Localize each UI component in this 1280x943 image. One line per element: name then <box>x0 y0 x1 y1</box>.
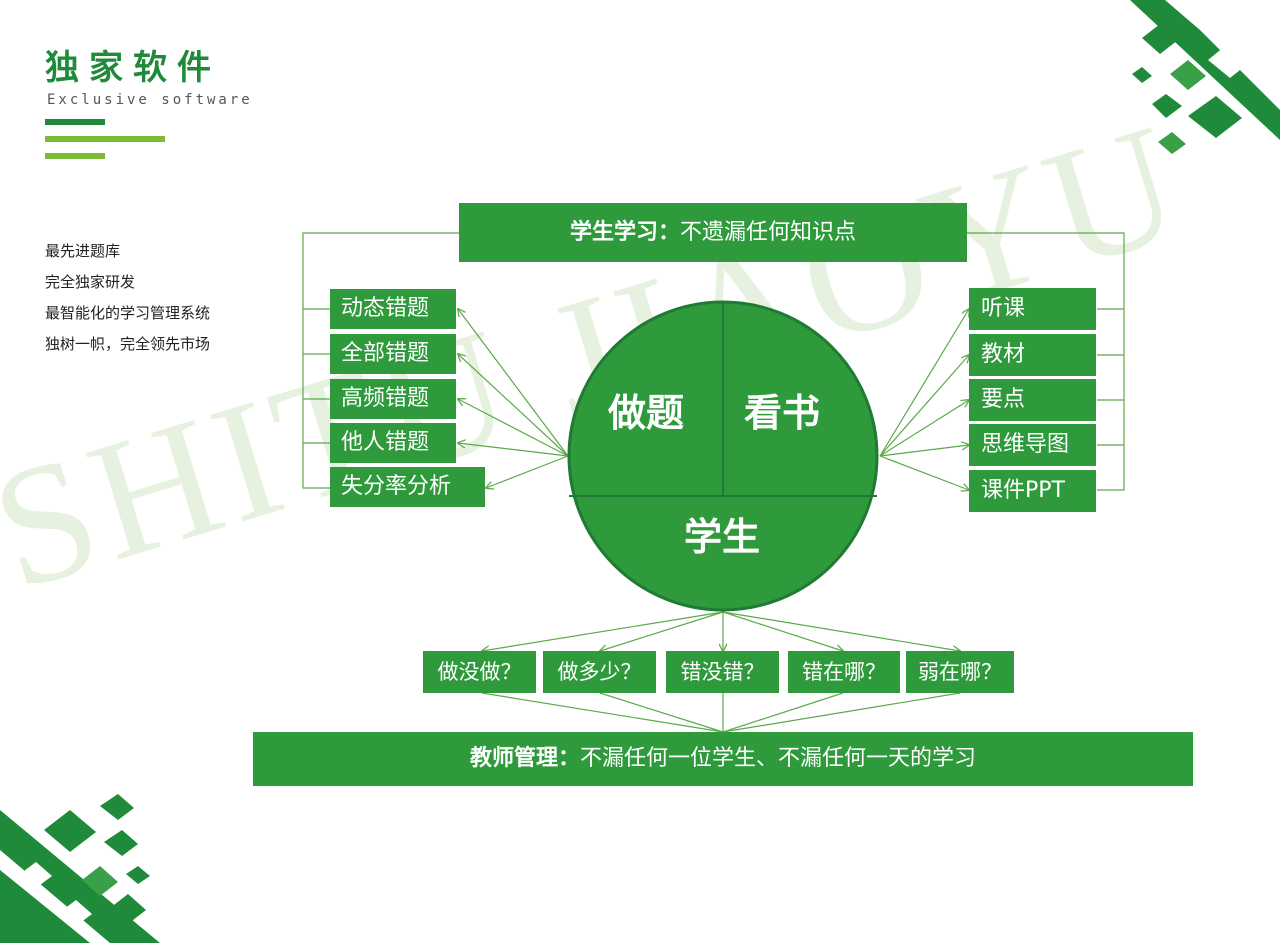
feature-list: 最先进题库 完全独家研发 最智能化的学习管理系统 独树一帜，完全领先市场 <box>45 236 210 360</box>
left-item-all-errors: 全部错题 <box>330 334 456 374</box>
student-banner-title: 学生学习： <box>569 220 680 245</box>
question-done: 做没做？ <box>423 651 536 693</box>
question-how-many: 做多少？ <box>543 651 656 693</box>
corner-decoration-top-right <box>1130 0 1280 154</box>
left-item-others-errors: 他人错题 <box>330 423 456 463</box>
right-item-textbook: 教材 <box>969 334 1096 376</box>
feature-item: 最智能化的学习管理系统 <box>45 304 211 322</box>
feature-item: 完全独家研发 <box>45 273 136 291</box>
teacher-management-banner: 教师管理：不漏任何一位学生、不漏任何一天的学习 <box>253 732 1193 786</box>
circle-label-student: 学生 <box>684 514 761 559</box>
left-item-frequent-errors: 高频错题 <box>330 379 456 419</box>
student-learning-banner: 学生学习：不遗漏任何知识点 <box>459 203 967 262</box>
student-banner-text: 不遗漏任何知识点 <box>680 220 857 245</box>
right-item-key-points: 要点 <box>969 379 1096 421</box>
circle-label-practice: 做题 <box>608 390 685 435</box>
left-item-loss-rate-analysis: 失分率分析 <box>330 467 485 507</box>
feature-item: 独树一帜，完全领先市场 <box>45 335 211 353</box>
right-item-courseware: 课件PPT <box>969 470 1096 512</box>
right-item-mind-map: 思维导图 <box>969 424 1096 466</box>
brand-title: 独家软件 <box>45 48 221 88</box>
left-item-dynamic-errors: 动态错题 <box>330 289 456 329</box>
teacher-banner-text: 不漏任何一位学生、不漏任何一天的学习 <box>580 746 977 771</box>
brand-subtitle: Exclusive software <box>47 92 253 108</box>
feature-item: 最先进题库 <box>45 242 121 260</box>
question-where-weak: 弱在哪？ <box>906 651 1014 693</box>
teacher-banner-title: 教师管理： <box>469 746 580 771</box>
right-item-lectures: 听课 <box>969 288 1096 330</box>
question-correct: 错没错？ <box>666 651 779 693</box>
brand-underline-bar <box>45 136 165 142</box>
brand-underline-bar <box>45 153 105 159</box>
corner-decoration-bottom-left <box>0 794 160 943</box>
circle-label-reading: 看书 <box>744 390 821 435</box>
brand-underline-bar <box>45 119 105 125</box>
question-where-wrong: 错在哪？ <box>788 651 900 693</box>
